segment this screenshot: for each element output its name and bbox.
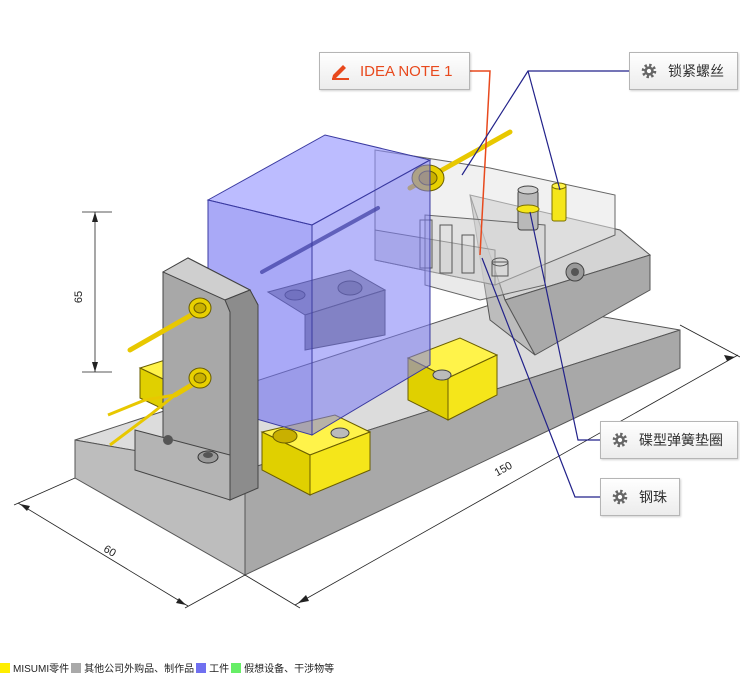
lock-screw-label: 锁紧螺丝 bbox=[668, 63, 724, 79]
disc-spring-label: 碟型弹簧垫圈 bbox=[639, 432, 723, 448]
dimension-height: 65 bbox=[73, 211, 112, 373]
steel-ball-leader bbox=[481, 257, 600, 498]
pencil-icon bbox=[332, 65, 349, 80]
legend-item-misumi: MISUMI零件 bbox=[0, 660, 69, 675]
legend-label: 其他公司外购品、制作品 bbox=[84, 664, 195, 675]
lock-screw-leader-2 bbox=[527, 70, 561, 191]
lock-screw bbox=[516, 182, 567, 231]
dimension-width: 60 bbox=[13, 477, 246, 609]
idea-note-label: IDEA NOTE 1 bbox=[360, 62, 453, 80]
legend-item-workpiece: 工件 bbox=[196, 660, 229, 675]
disc-spring-callout[interactable]: 碟型弹簧垫圈 bbox=[600, 421, 738, 459]
gear-icon bbox=[612, 432, 628, 448]
leader-lines bbox=[461, 70, 630, 498]
gear-icon bbox=[612, 489, 628, 505]
fixture-diagram: 65 150 60 bbox=[13, 70, 740, 609]
legend-swatch bbox=[71, 662, 82, 673]
idea-note-button[interactable]: IDEA NOTE 1 bbox=[319, 52, 470, 90]
left-plunger-lower bbox=[107, 367, 212, 447]
disc-spring-leader bbox=[529, 211, 600, 441]
left-plunger-upper bbox=[127, 297, 212, 353]
legend-item-purchased: 其他公司外购品、制作品 bbox=[71, 660, 194, 675]
legend-label: MISUMI零件 bbox=[13, 664, 70, 675]
legend-swatch bbox=[231, 662, 242, 673]
legend-label: 假想设备、干涉物等 bbox=[244, 664, 335, 675]
gear-icon bbox=[641, 63, 657, 79]
dimension-length-label: 150 bbox=[493, 460, 515, 479]
legend-item-virtual: 假想设备、干涉物等 bbox=[231, 660, 334, 675]
lock-screw-callout[interactable]: 锁紧螺丝 bbox=[629, 52, 738, 90]
color-legend: MISUMI零件 其他公司外购品、制作品 工件 假想设备、干涉物等 bbox=[0, 660, 336, 675]
workpiece bbox=[206, 134, 432, 436]
legend-swatch bbox=[196, 662, 207, 673]
misumi-block-right bbox=[406, 337, 499, 421]
steel-ball-callout[interactable]: 钢珠 bbox=[600, 478, 680, 516]
steel-ball-label: 钢珠 bbox=[639, 489, 667, 505]
legend-swatch bbox=[0, 662, 10, 673]
dimension-width-label: 60 bbox=[101, 543, 118, 560]
idea-note-leader bbox=[470, 70, 491, 256]
legend-label: 工件 bbox=[209, 664, 230, 675]
misumi-block-front bbox=[260, 414, 372, 496]
dimension-height-label: 65 bbox=[73, 291, 85, 303]
